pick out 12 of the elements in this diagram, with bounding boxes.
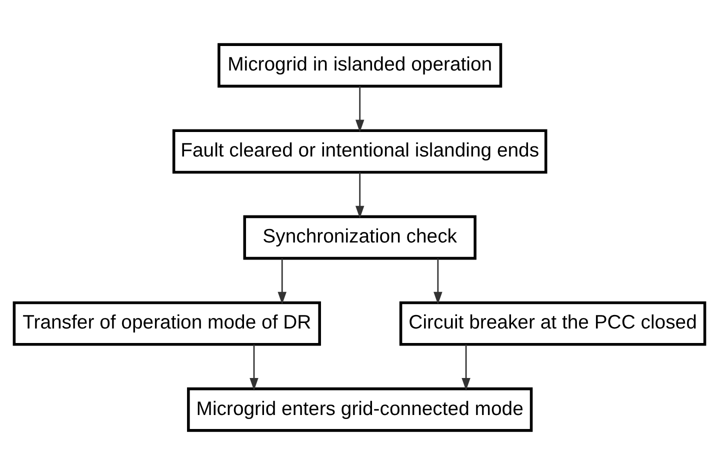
node-box: Fault cleared or intentional islanding ends — [172, 129, 548, 174]
arrow — [462, 344, 470, 390]
arrow — [250, 344, 258, 390]
node-box: Synchronization check — [243, 215, 476, 260]
arrow — [278, 258, 286, 304]
node-box: Microgrid enters grid-connected mode — [187, 387, 533, 432]
node-box: Circuit breaker at the PCC closed — [399, 301, 706, 346]
node-box: Transfer of operation mode of DR — [12, 301, 321, 346]
arrow — [355, 86, 364, 132]
arrow — [355, 172, 364, 218]
arrow — [434, 258, 442, 304]
node-box: Microgrid in islanded operation — [218, 43, 502, 88]
